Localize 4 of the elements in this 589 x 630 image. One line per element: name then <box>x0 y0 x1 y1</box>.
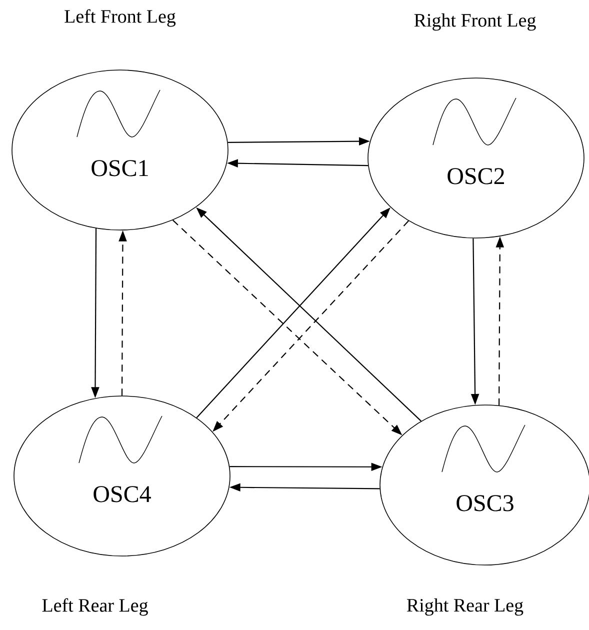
leg-label: Right Front Leg <box>414 13 536 31</box>
leg-label: Left Rear Leg <box>42 598 148 616</box>
leg-label: Left Front Leg <box>64 9 176 27</box>
leg-label: Right Rear Leg <box>406 598 524 616</box>
